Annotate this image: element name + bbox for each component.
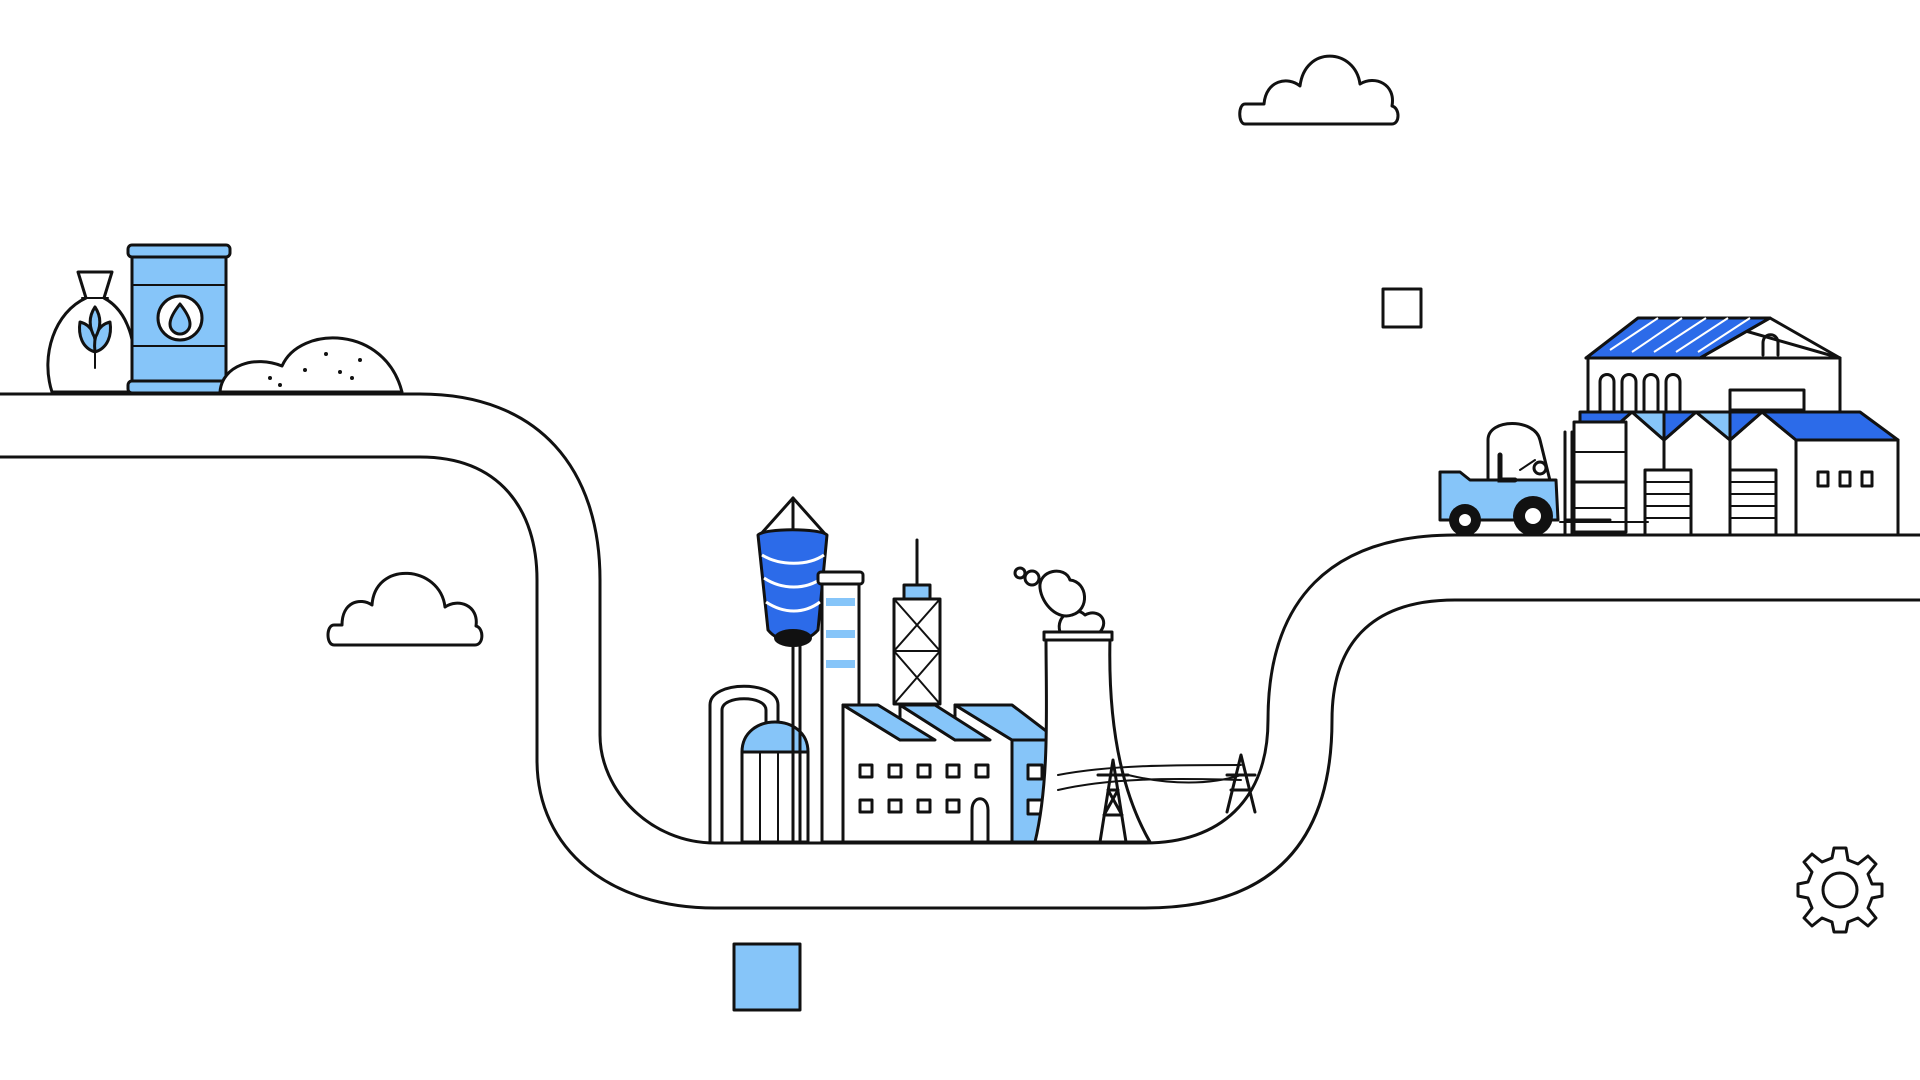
factory-icon bbox=[841, 703, 1060, 844]
lattice-tower-icon bbox=[892, 538, 942, 706]
cloud-icon bbox=[326, 571, 484, 647]
sprout-icon bbox=[78, 305, 112, 369]
seed-bag-icon bbox=[46, 270, 137, 394]
garage-door bbox=[1728, 468, 1778, 537]
cooling-tower-icon bbox=[1013, 566, 1152, 844]
cloud-icon bbox=[1238, 54, 1400, 126]
oil-barrel-icon bbox=[126, 243, 232, 395]
pipe bbox=[708, 684, 780, 844]
power-line bbox=[1057, 778, 1242, 791]
refinery bbox=[708, 496, 1257, 844]
road-lower-edge bbox=[0, 455, 1920, 910]
warehouse-icon bbox=[1559, 316, 1900, 537]
square-blue bbox=[732, 942, 802, 1012]
silo-icon bbox=[740, 720, 810, 844]
garage-door bbox=[1643, 468, 1693, 537]
forklift-icon bbox=[1438, 422, 1612, 537]
square-outline bbox=[1381, 287, 1423, 329]
power-line bbox=[1127, 774, 1242, 784]
steam-cloud bbox=[1013, 566, 1106, 634]
power-pylon-icon bbox=[1096, 758, 1130, 844]
gear-icon bbox=[1796, 846, 1884, 934]
power-line bbox=[1057, 764, 1242, 776]
oil-drop-icon bbox=[156, 294, 204, 342]
soil-pile-icon bbox=[218, 336, 404, 394]
